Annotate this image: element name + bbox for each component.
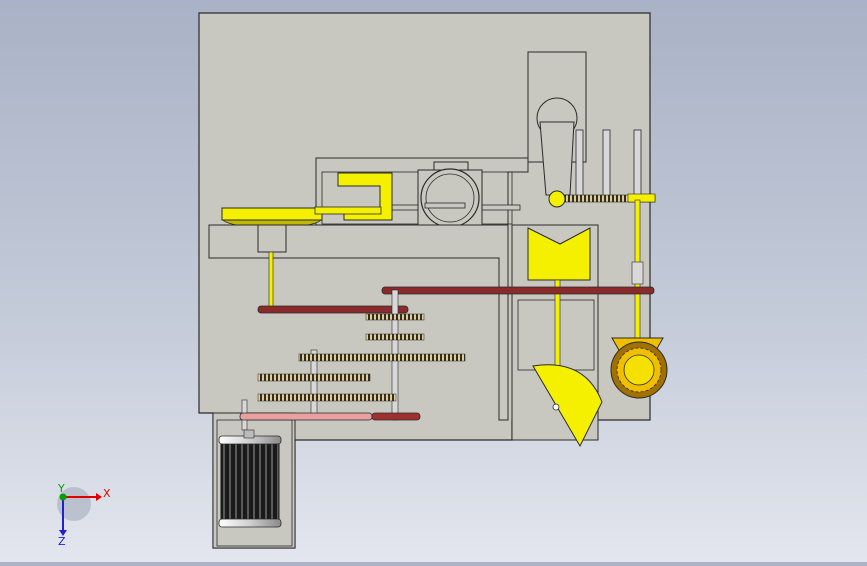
cam-wheel-inner — [425, 173, 475, 223]
shaft-coupling — [631, 261, 644, 285]
electric-motor — [218, 429, 282, 528]
gear-stack-1 — [365, 313, 425, 321]
red-gear-left — [257, 305, 409, 314]
yellow-v-block — [527, 227, 591, 281]
long-red-gear — [381, 286, 655, 295]
triad-x-label: X — [103, 487, 111, 500]
flywheel-link — [314, 206, 382, 215]
gear-stack-4 — [257, 373, 371, 382]
red-gear-bottom — [371, 412, 421, 421]
gear-stack-2 — [365, 333, 425, 341]
yellow-sector — [532, 364, 603, 448]
triad-z-label: Z — [58, 535, 66, 548]
cam-slot — [424, 202, 466, 209]
vertical-shaft-left — [268, 251, 274, 309]
triad-y-label: Y — [57, 482, 65, 495]
cam-wheel — [420, 168, 480, 228]
gear-stack-3 — [298, 353, 466, 362]
rocker-pivot — [548, 190, 566, 208]
coordinate-triad: X Y Z — [57, 482, 111, 548]
pink-gear-bottom — [239, 412, 373, 421]
vertical-rod-2 — [602, 129, 611, 199]
vertical-rod-1 — [575, 129, 584, 199]
left-support-beam — [208, 224, 509, 421]
beam-hub — [257, 224, 287, 253]
upper-slide-inner — [321, 171, 513, 225]
sector-pivot — [552, 403, 560, 411]
yellow-flywheel — [221, 207, 323, 221]
upper-rack-yellow — [627, 193, 656, 203]
vertical-rod-3 — [633, 129, 642, 199]
rocker-arm — [539, 121, 575, 196]
bevel-gear-crown — [610, 341, 668, 399]
gear-stack-5 — [257, 393, 397, 402]
